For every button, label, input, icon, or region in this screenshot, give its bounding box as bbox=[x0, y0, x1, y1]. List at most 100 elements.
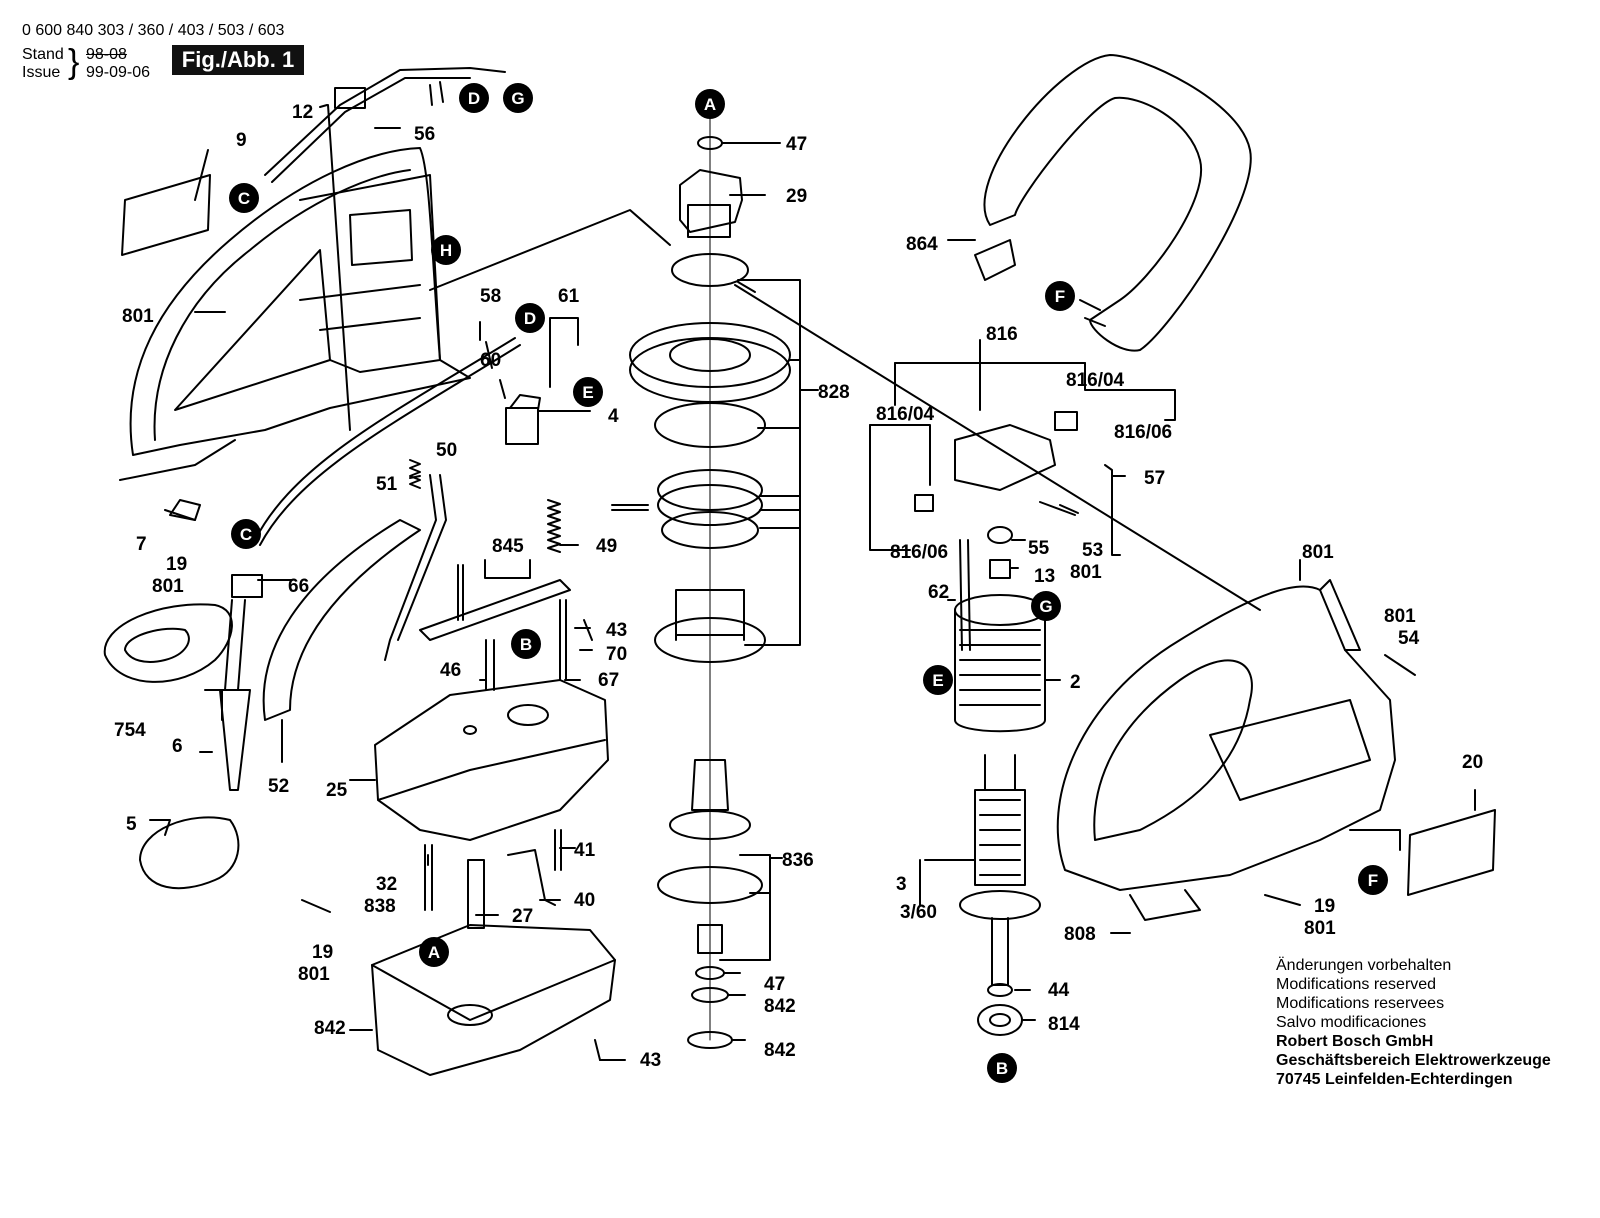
part-label-19: 19 bbox=[312, 942, 333, 963]
issue-label: Issue bbox=[22, 64, 61, 81]
callout-circle-c bbox=[231, 519, 261, 549]
callout-letter-f: F bbox=[1368, 871, 1378, 890]
callout-circle-b bbox=[511, 629, 541, 659]
part-label-29: 29 bbox=[786, 186, 807, 207]
brace-icon: } bbox=[68, 43, 80, 81]
part-label-47: 47 bbox=[786, 134, 807, 155]
company-division: Geschäftsbereich Elektrowerkzeuge bbox=[1276, 1052, 1551, 1069]
callout-circle-a bbox=[695, 89, 725, 119]
part-label-47: 47 bbox=[764, 974, 785, 995]
part-label-51: 51 bbox=[376, 474, 398, 495]
notes-block: Änderungen vorbehalten Modifications res… bbox=[1276, 956, 1551, 1089]
part-label-54: 54 bbox=[1398, 628, 1420, 649]
part-label-67: 67 bbox=[598, 670, 619, 691]
part-label-32: 32 bbox=[376, 874, 397, 895]
part-label-816-06: 816/06 bbox=[1114, 422, 1172, 443]
issue-date: 99-09-06 bbox=[86, 64, 151, 81]
part-label-838: 838 bbox=[364, 896, 396, 917]
part-label-70: 70 bbox=[606, 644, 627, 665]
callout-circle-f bbox=[1358, 865, 1388, 895]
callout-letter-c: C bbox=[240, 525, 252, 544]
part-label-3-60: 3/60 bbox=[900, 902, 937, 923]
part-label-19: 19 bbox=[1314, 896, 1335, 917]
callout-circle-e bbox=[923, 665, 953, 695]
part-label-25: 25 bbox=[326, 780, 348, 801]
part-label-55: 55 bbox=[1028, 538, 1050, 559]
part-label-3: 3 bbox=[896, 874, 907, 895]
part-label-66: 66 bbox=[288, 576, 309, 597]
part-label-801: 801 bbox=[152, 576, 184, 597]
part-label-27: 27 bbox=[512, 906, 533, 927]
part-label-801: 801 bbox=[1070, 562, 1102, 583]
callout-letter-g: G bbox=[1039, 597, 1052, 616]
callout-letter-e: E bbox=[582, 383, 593, 402]
part-label-52: 52 bbox=[268, 776, 289, 797]
part-label-13: 13 bbox=[1034, 566, 1055, 587]
part-label-19: 19 bbox=[166, 554, 187, 575]
part-label-842: 842 bbox=[764, 996, 796, 1017]
part-label-57: 57 bbox=[1144, 468, 1165, 489]
part-label-864: 864 bbox=[906, 234, 938, 255]
part-label-836: 836 bbox=[782, 850, 814, 871]
callout-letter-c: C bbox=[238, 189, 250, 208]
part-label-61: 61 bbox=[558, 286, 580, 307]
part-label-53: 53 bbox=[1082, 540, 1103, 561]
part-label-12: 12 bbox=[292, 102, 313, 123]
part-label-7: 7 bbox=[136, 534, 147, 555]
callout-letter-d: D bbox=[524, 309, 536, 328]
note-line: Modifications reservees bbox=[1276, 995, 1445, 1012]
callout-circle-h bbox=[431, 235, 461, 265]
part-label-842: 842 bbox=[314, 1018, 346, 1039]
callout-letter-a: A bbox=[428, 943, 440, 962]
part-label-56: 56 bbox=[414, 124, 435, 145]
callout-letter-b: B bbox=[996, 1059, 1008, 1078]
callout-circle-b bbox=[987, 1053, 1017, 1083]
company-address: 70745 Leinfelden-Echterdingen bbox=[1276, 1071, 1513, 1088]
callout-letter-d: D bbox=[468, 89, 480, 108]
part-label-49: 49 bbox=[596, 536, 617, 557]
callout-letter-b: B bbox=[520, 635, 532, 654]
part-label-814: 814 bbox=[1048, 1014, 1080, 1035]
part-numbers: 0 600 840 303 / 360 / 403 / 503 / 603 bbox=[22, 22, 285, 39]
part-label-62: 62 bbox=[928, 582, 949, 603]
part-label-816-04: 816/04 bbox=[1066, 370, 1125, 391]
part-label-816-06: 816/06 bbox=[890, 542, 948, 563]
part-label-20: 20 bbox=[1462, 752, 1483, 773]
figure-badge: Fig./Abb. 1 bbox=[172, 45, 304, 75]
part-label-44: 44 bbox=[1048, 980, 1070, 1001]
part-label-801: 801 bbox=[1304, 918, 1336, 939]
part-label-828: 828 bbox=[818, 382, 850, 403]
part-label-9: 9 bbox=[236, 130, 247, 151]
part-label-845: 845 bbox=[492, 536, 524, 557]
part-label-58: 58 bbox=[480, 286, 501, 307]
part-label-801: 801 bbox=[1384, 606, 1416, 627]
part-label-754: 754 bbox=[114, 720, 146, 741]
part-label-6: 6 bbox=[172, 736, 183, 757]
note-line: Modifications reserved bbox=[1276, 976, 1437, 993]
part-label-816: 816 bbox=[986, 324, 1018, 345]
part-label-4: 4 bbox=[608, 406, 619, 427]
callout-circle-d bbox=[515, 303, 545, 333]
callout-letter-f: F bbox=[1055, 287, 1065, 306]
company-name: Robert Bosch GmbH bbox=[1276, 1033, 1434, 1050]
part-label-842: 842 bbox=[764, 1040, 796, 1061]
callout-circle-g bbox=[1031, 591, 1061, 621]
note-line: Salvo modificaciones bbox=[1276, 1014, 1427, 1031]
part-label-2: 2 bbox=[1070, 672, 1081, 693]
note-line: Änderungen vorbehalten bbox=[1276, 957, 1452, 974]
part-label-801: 801 bbox=[1302, 542, 1334, 563]
part-label-46: 46 bbox=[440, 660, 461, 681]
stand-label: Stand bbox=[22, 46, 64, 63]
part-label-816-04: 816/04 bbox=[876, 404, 935, 425]
callout-circle-f bbox=[1045, 281, 1075, 311]
part-label-801: 801 bbox=[298, 964, 330, 985]
part-label-43: 43 bbox=[606, 620, 627, 641]
part-label-50: 50 bbox=[436, 440, 457, 461]
callout-circle-e bbox=[573, 377, 603, 407]
stand-date: 98-08 bbox=[86, 46, 127, 63]
part-label-808: 808 bbox=[1064, 924, 1096, 945]
part-label-40: 40 bbox=[574, 890, 595, 911]
left-housing-801-shape bbox=[119, 147, 471, 481]
part-label-41: 41 bbox=[574, 840, 596, 861]
